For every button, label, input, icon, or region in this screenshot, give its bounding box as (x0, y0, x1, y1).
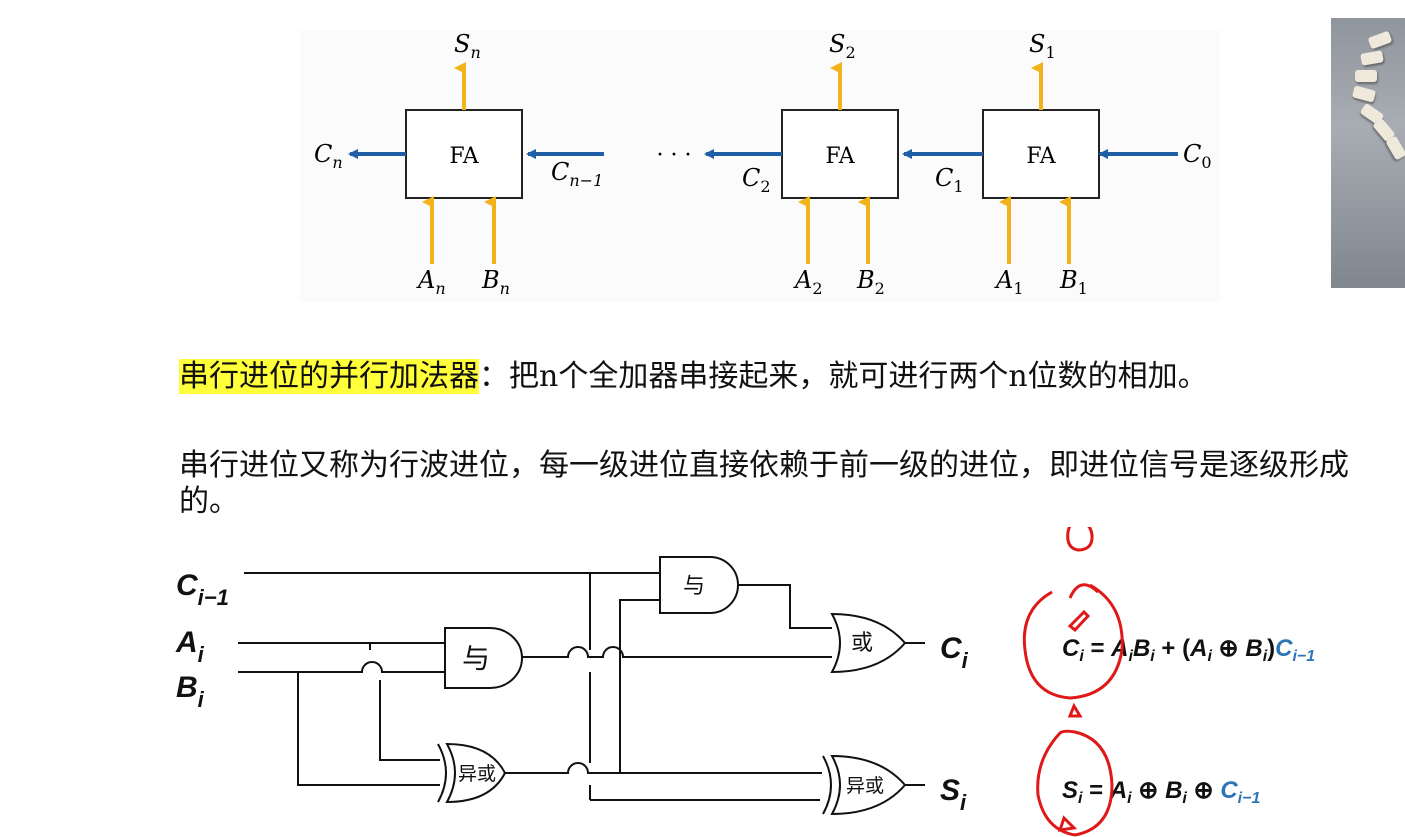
gate-label: 与 (462, 642, 490, 675)
handwritten-annotation (1022, 527, 1124, 837)
gate-label: 异或 (846, 775, 884, 797)
gate-label: 异或 (458, 763, 496, 785)
output-label: Si (940, 774, 967, 815)
input-label: Bn (481, 266, 510, 298)
gate-label: 与 (683, 574, 705, 599)
definition-text: ：把n个全加器串接起来，就可进行两个n位数的相加。 (479, 359, 1208, 394)
input-label: Bi (176, 671, 205, 712)
sum-equation: Si = Ai ⊕ Bi ⊕ Ci−1 (1062, 777, 1260, 807)
full-adder-label: FA (825, 144, 855, 169)
ellipsis: · · · (657, 143, 692, 168)
input-label: A1 (994, 266, 1024, 298)
input-label: Ai (175, 626, 205, 667)
explanation-paragraph: 串行进位又称为行波进位，每一级进位直接依赖于前一级的进位，即进位信号是逐级形成的… (179, 448, 1349, 519)
sum-label: Sn (454, 30, 481, 62)
wire (522, 646, 832, 658)
xor-gate-curve (822, 755, 832, 815)
domino-photo (1331, 18, 1405, 288)
or-gate (830, 612, 907, 674)
gate-label: 或 (851, 631, 873, 656)
and-gate (659, 556, 739, 614)
highlighted-term: 串行进位的并行加法器 (179, 359, 479, 394)
carry-label: C2 (742, 164, 771, 196)
carry-label: Cn (314, 140, 343, 172)
output-label: Ci (940, 632, 969, 673)
carry-label: C0 (1183, 140, 1212, 172)
full-adder-label: FA (449, 144, 479, 169)
ripple-carry-adder-diagram: FA FA FA · · · Sn S2 S1 An Bn A2 B2 A1 B… (300, 30, 1220, 302)
carry-label: C1 (935, 164, 964, 196)
and-gate (444, 627, 523, 689)
full-adder-block (405, 109, 523, 199)
xor-gate-curve (437, 743, 447, 803)
carry-equation: Ci = AiBi + (Ai ⊕ Bi)Ci−1 (1062, 635, 1315, 665)
wire (738, 584, 832, 629)
wire (297, 672, 440, 786)
wire (238, 661, 445, 673)
wire (369, 643, 440, 761)
full-adder-circuit: Ci−1 Ai Bi (175, 527, 1315, 837)
input-label: An (416, 266, 446, 298)
input-label: A2 (793, 266, 823, 298)
input-label: B1 (1059, 266, 1088, 298)
sum-label: S2 (829, 30, 856, 62)
xor-gate (830, 754, 907, 816)
wire (619, 599, 660, 773)
wire (505, 762, 822, 774)
xor-gate (445, 742, 507, 804)
carry-label: Cn−1 (551, 158, 603, 190)
definition-line: 串行进位的并行加法器：把n个全加器串接起来，就可进行两个n位数的相加。 (179, 357, 1208, 397)
input-label: B2 (856, 266, 885, 298)
full-adder-label: FA (1026, 144, 1056, 169)
sum-label: S1 (1029, 30, 1056, 62)
full-adder-block (982, 109, 1100, 199)
input-label: Ci−1 (176, 569, 229, 610)
